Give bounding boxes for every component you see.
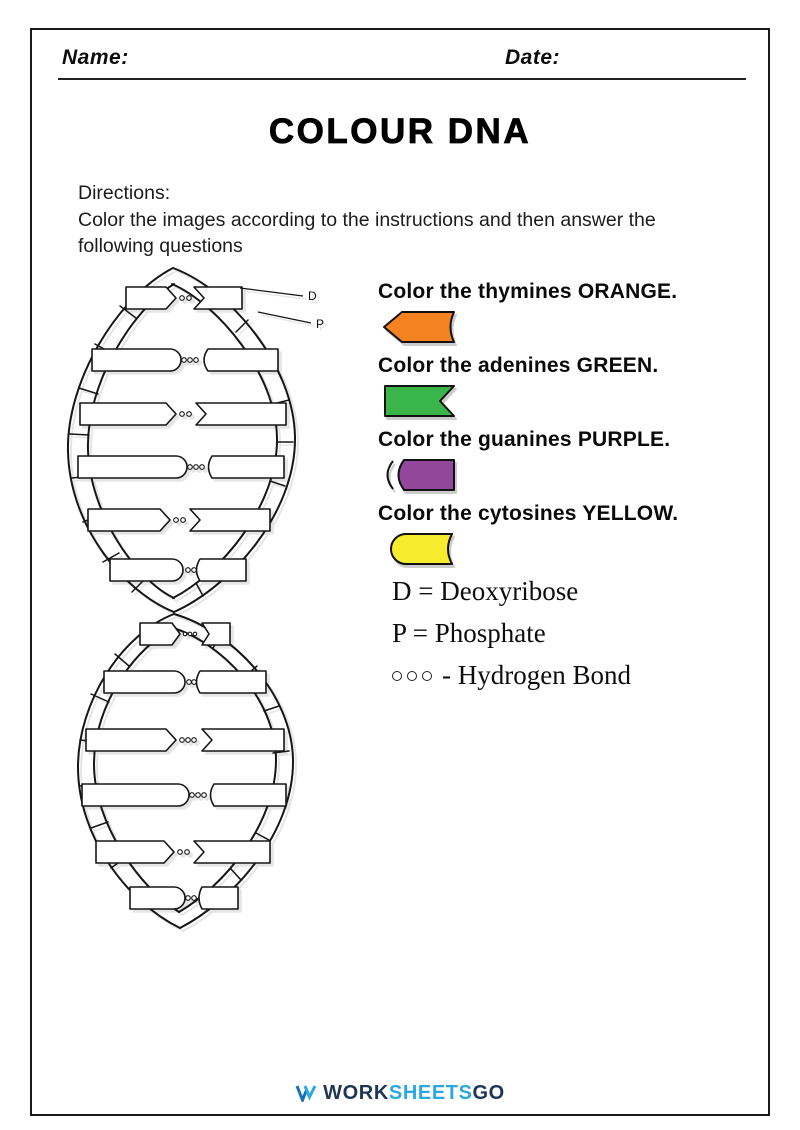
legend: D = Deoxyribose P = Phosphate - Hydrogen…	[378, 576, 773, 691]
brand-work: WORK	[323, 1082, 389, 1104]
adenine-shape	[384, 385, 455, 417]
directions-block: Directions: Color the images according t…	[78, 180, 708, 260]
date-label: Date:	[505, 46, 561, 69]
instruction-guanine-text: Color the guanines PURPLE.	[378, 428, 671, 451]
cytosine-shape	[390, 533, 453, 565]
thymine-shape	[383, 311, 455, 343]
deoxyribose-pointer-label: D	[308, 289, 317, 303]
legend-hydrogen-bond-text: - Hydrogen Bond	[442, 660, 631, 690]
directions-text: Color the images according to the instru…	[78, 208, 656, 258]
worksheetsgo-footer: WORKSHEETSGO	[0, 1082, 800, 1105]
hydrogen-bond-dots-diagram	[173, 295, 207, 901]
hydrogen-bond-dots-icon	[392, 670, 432, 681]
brand-go: GO	[472, 1082, 505, 1104]
guanine-shape	[386, 459, 455, 491]
page-title: COLOUR DNA	[268, 112, 532, 152]
base-pair-rungs	[77, 286, 287, 910]
phosphate-pointer-label: P	[316, 317, 324, 331]
dna-helix-illustration: D P	[66, 267, 324, 929]
name-date-line	[58, 78, 746, 80]
brand-sheets: SHEETS	[388, 1082, 473, 1104]
adenine-swatch-fill	[384, 385, 455, 417]
worksheetsgo-logo-icon	[295, 1085, 317, 1102]
legend-deoxyribose: D = Deoxyribose	[392, 576, 579, 606]
cytosine-swatch-fill	[390, 533, 453, 565]
diagram-pointer-lines	[239, 287, 312, 324]
coloring-instructions: Color the thymines ORANGE. Color the ade…	[378, 280, 773, 702]
instruction-adenine-text: Color the adenines GREEN.	[378, 354, 659, 377]
guanine-swatch-fill	[397, 459, 455, 491]
legend-phosphate: P = Phosphate	[392, 618, 546, 648]
instruction-cytosine-text: Color the cytosines YELLOW.	[378, 502, 679, 525]
legend-hydrogen-bond: - Hydrogen Bond	[392, 660, 773, 691]
thymine-swatch-fill	[383, 311, 455, 343]
directions-label: Directions:	[78, 182, 171, 204]
instruction-thymine-text: Color the thymines ORANGE.	[378, 280, 678, 303]
name-label: Name:	[62, 46, 129, 69]
guanine-bracket	[386, 460, 394, 490]
